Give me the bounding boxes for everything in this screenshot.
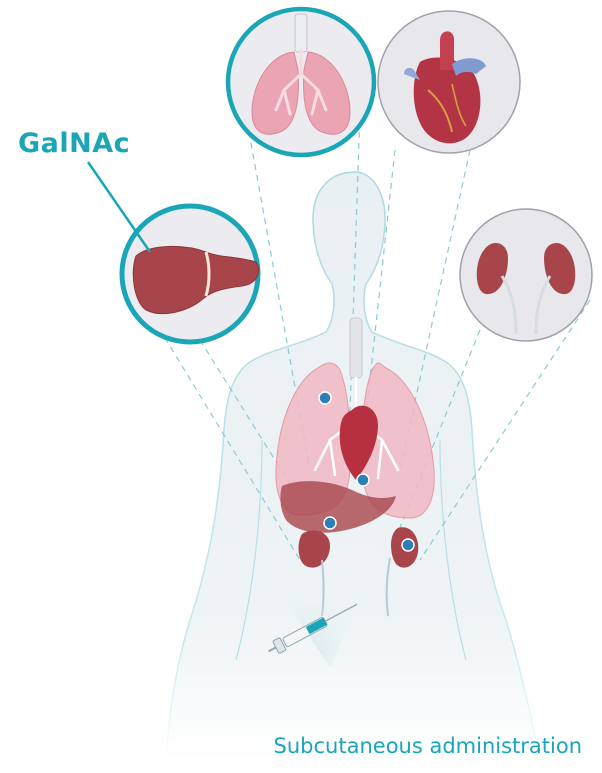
- trachea: [350, 318, 362, 378]
- marker-lung: [319, 392, 331, 404]
- marker-heart: [357, 474, 369, 486]
- galnac-label: GalNAc: [18, 128, 130, 159]
- kidneys-inset: [460, 209, 592, 341]
- marker-kidney: [402, 539, 414, 551]
- galnac-pointer: [88, 162, 150, 252]
- lungs-inset: [228, 9, 374, 155]
- liver-inset: [122, 206, 259, 342]
- administration-caption: Subcutaneous administration: [0, 734, 602, 758]
- heart-inset: [378, 11, 520, 153]
- marker-liver: [324, 517, 336, 529]
